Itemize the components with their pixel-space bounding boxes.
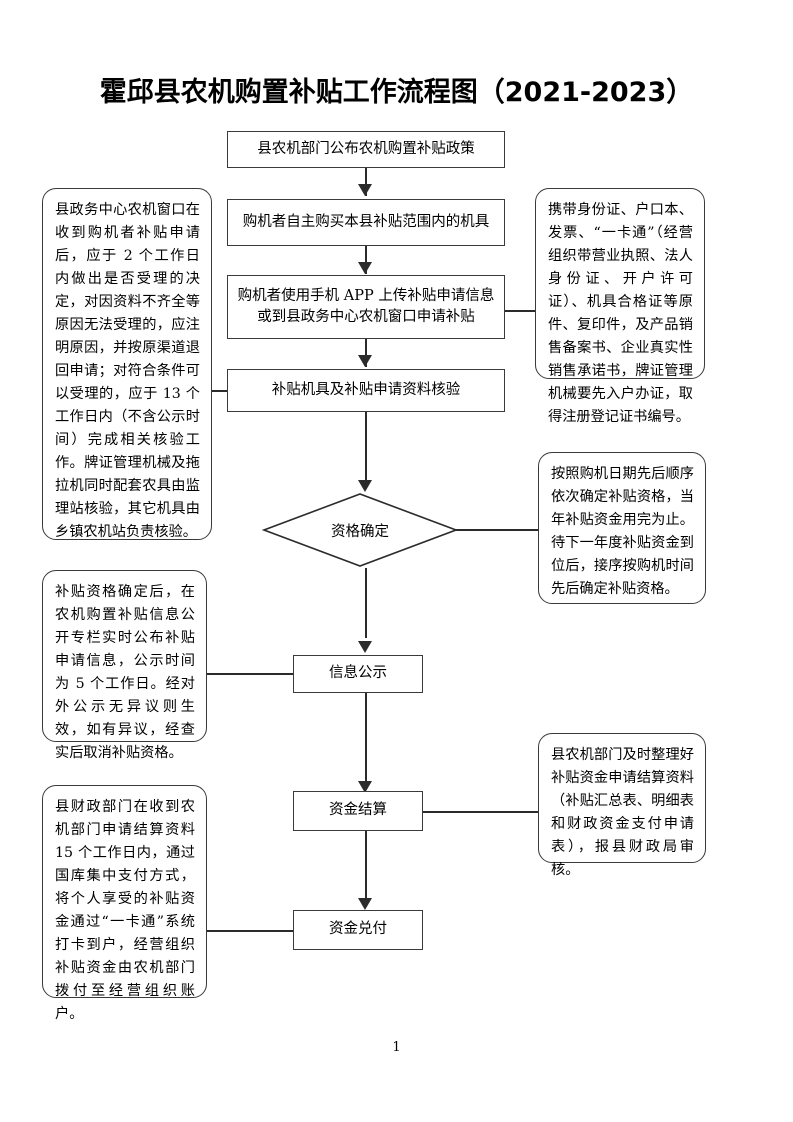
connector-apply-verify <box>365 338 367 367</box>
note-documents: 携带身份证、户口本、发票、“一卡通”（经营组织带营业执照、法人身份证、开户许可证… <box>535 188 705 425</box>
note-publicity-text: 补贴资格确定后，在农机购置补贴信息公开专栏实时公布补贴申请信息，公示时间为 5 … <box>55 584 195 761</box>
node-payout[interactable]: 资金兑付 <box>293 910 423 950</box>
note-payout-text: 县财政部门在收到农机部门申请结算资料 15 个工作日内，通过国库集中支付方式，将… <box>55 799 195 1022</box>
connector-verify-qualify <box>365 411 367 480</box>
arrowhead-purchase <box>358 184 372 196</box>
leader-quota-note <box>452 529 538 531</box>
note-settlement: 县农机部门及时整理好补贴资金申请结算资料（补贴汇总表、明细表和财政资金支付申请表… <box>538 733 706 878</box>
node-apply-label: 购机者使用手机 APP 上传补贴申请信息 或到县政务中心农机窗口申请补贴 <box>228 286 504 328</box>
connector-qualify-publicity <box>365 568 367 638</box>
node-publicity[interactable]: 信息公示 <box>293 655 423 693</box>
connector-publicity-settle <box>365 693 367 781</box>
arrowhead-apply <box>358 262 372 274</box>
arrowhead-verify <box>358 355 372 367</box>
note-acceptance-text: 县政务中心农机窗口在收到购机者补贴申请后，应于 2 个工作日内做出是否受理的决定… <box>55 202 200 540</box>
leader-publicity-note <box>207 673 297 675</box>
leader-documents-note <box>495 310 535 312</box>
node-qualify[interactable]: 资格确定 <box>262 492 458 568</box>
node-apply-label-line2: 或到县政务中心农机窗口申请补贴 <box>257 309 475 325</box>
page-number: 1 <box>392 1040 401 1055</box>
page-title: 霍邱县农机购置补贴工作流程图（2021-2023） <box>99 77 694 108</box>
leader-settlement-note <box>420 811 538 813</box>
node-purchase-label: 购机者自主购买本县补贴范围内的机具 <box>242 213 490 230</box>
node-policy[interactable]: 县农机部门公布农机购置补贴政策 <box>227 131 505 168</box>
node-payout-label: 资金兑付 <box>329 921 387 938</box>
connector-policy-purchase <box>365 167 367 196</box>
diamond-shape <box>262 493 458 567</box>
note-publicity: 补贴资格确定后，在农机购置补贴信息公开专栏实时公布补贴申请信息，公示时间为 5 … <box>42 570 207 761</box>
arrowhead-publicity <box>358 641 372 653</box>
leader-payout-note <box>207 930 297 932</box>
node-publicity-label: 信息公示 <box>329 665 387 682</box>
node-qualify-label: 资格确定 <box>331 523 389 540</box>
note-documents-text: 携带身份证、户口本、发票、“一卡通”（经营组织带营业执照、法人身份证、开户许可证… <box>548 202 693 425</box>
note-settlement-text: 县农机部门及时整理好补贴资金申请结算资料（补贴汇总表、明细表和财政资金支付申请表… <box>551 747 694 878</box>
note-acceptance: 县政务中心农机窗口在收到购机者补贴申请后，应于 2 个工作日内做出是否受理的决定… <box>42 188 212 540</box>
note-payout: 县财政部门在收到农机部门申请结算资料 15 个工作日内，通过国库集中支付方式，将… <box>42 785 207 1022</box>
node-verify-label: 补贴机具及补贴申请资料核验 <box>271 381 461 398</box>
node-verify[interactable]: 补贴机具及补贴申请资料核验 <box>227 369 505 412</box>
connector-purchase-apply <box>365 245 367 274</box>
note-quota-text: 按照购机日期先后顺序依次确定补贴资格，当年补贴资金用完为止。待下一年度补贴资金到… <box>551 466 694 597</box>
node-apply-label-line1: 购机者使用手机 APP 上传补贴申请信息 <box>237 287 495 304</box>
node-purchase[interactable]: 购机者自主购买本县补贴范围内的机具 <box>227 199 505 246</box>
note-quota: 按照购机日期先后顺序依次确定补贴资格，当年补贴资金用完为止。待下一年度补贴资金到… <box>538 452 706 604</box>
arrowhead-qualify <box>358 480 372 492</box>
node-settle-label: 资金结算 <box>329 802 387 819</box>
node-settle[interactable]: 资金结算 <box>293 791 423 831</box>
arrowhead-payout <box>358 898 372 910</box>
arrowhead-settle <box>358 781 372 793</box>
node-policy-label: 县农机部门公布农机购置补贴政策 <box>257 140 475 157</box>
connector-settle-payout <box>365 831 367 899</box>
node-apply[interactable]: 购机者使用手机 APP 上传补贴申请信息 或到县政务中心农机窗口申请补贴 <box>227 275 505 339</box>
